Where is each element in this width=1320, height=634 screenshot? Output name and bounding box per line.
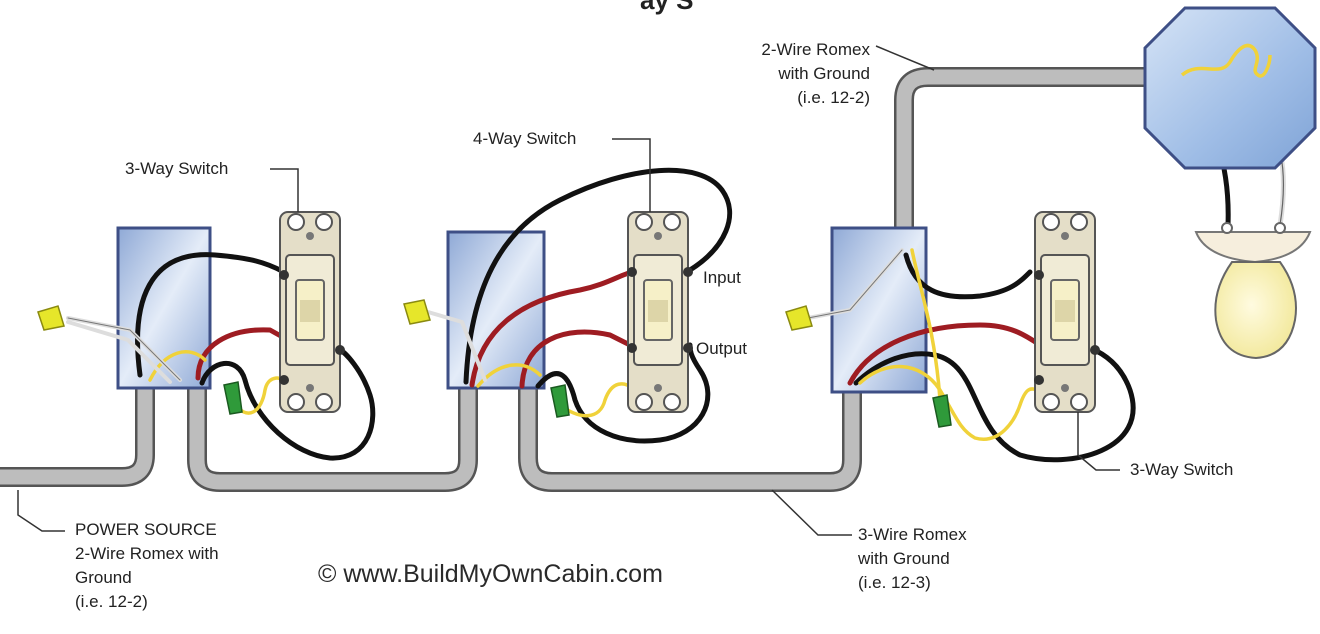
wire-nut-box2: [403, 299, 431, 325]
bulb-socket: [1194, 231, 1312, 264]
leader-three-way-left: [270, 168, 299, 212]
label-three-wire-romex: 3-Wire Romex with Ground (i.e. 12-3): [858, 523, 967, 595]
label-line: POWER SOURCE: [75, 520, 217, 539]
label-output: Output: [696, 339, 748, 358]
leader-power-source: [17, 490, 65, 532]
ground-wire-box1: [148, 350, 207, 382]
ground-wire-box2-b: [558, 382, 634, 418]
black-wire-box1-low: [199, 347, 376, 461]
label-input: Input: [703, 268, 741, 287]
octagon-ceiling-box: [1143, 6, 1317, 170]
red-wire-box3: [847, 322, 1043, 386]
ground-wire-box3: [858, 364, 1042, 441]
cables: [0, 67, 1185, 492]
green-nut-box1: [223, 381, 243, 415]
black-wire-box1-top: [135, 252, 287, 378]
label-line: 2-Wire Romex: [761, 40, 870, 59]
label-three-way-switch-left: 3-Way Switch: [125, 159, 229, 178]
label-two-wire-romex-top: 2-Wire Romex with Ground (i.e. 12-2): [700, 38, 870, 110]
light-bulb: [1214, 261, 1297, 360]
junction-box-2: [446, 230, 546, 390]
wires: [66, 77, 1286, 463]
black-wire-box2-low: [535, 342, 711, 444]
wire-nut-box3: [785, 305, 813, 331]
label-line: 2-Wire Romex with: [75, 544, 219, 563]
bulb-terminal-right: [1274, 222, 1286, 234]
green-nut-box3: [932, 394, 952, 428]
bulb-terminal-left: [1221, 222, 1233, 234]
label-line: 3-Wire Romex: [858, 525, 967, 544]
ground-wire-box3-vert: [910, 248, 942, 402]
black-wire-box3-top: [903, 252, 1033, 300]
black-wire-box2-arc: [463, 167, 733, 385]
red-wire-box2-top: [469, 269, 635, 388]
leader-three-way-right: [1077, 412, 1120, 471]
power-source-cable: [0, 378, 155, 487]
black-wire-box3-low: [853, 345, 1136, 463]
label-line: Ground: [75, 568, 132, 587]
cable-box3-to-fixture: [894, 67, 1185, 250]
wire-nuts: [37, 299, 952, 428]
page-title-fragment: ay S: [640, 0, 694, 15]
label-line: with Ground: [778, 64, 870, 83]
wire-nut-box1: [37, 305, 65, 331]
green-nut-box2: [550, 384, 570, 418]
label-line: (i.e. 12-3): [858, 573, 931, 592]
white-wire-box1-b: [66, 320, 172, 384]
leader-lines: [17, 45, 1120, 536]
label-line: (i.e. 12-2): [75, 592, 148, 611]
white-wire-box2: [426, 310, 487, 382]
label-line: with Ground: [858, 549, 950, 568]
white-wire-box3-edge: [807, 249, 903, 319]
white-wire-box1-edge: [67, 317, 181, 381]
three-way-switch-right: [1034, 211, 1100, 413]
label-line: (i.e. 12-2): [797, 88, 870, 107]
copyright-notice: © www.BuildMyOwnCabin.com: [318, 560, 663, 588]
cable-box2-to-box3: [518, 380, 862, 492]
red-wire-box1: [195, 327, 291, 381]
three-way-switch-left: [279, 211, 345, 413]
four-way-switch: [627, 211, 693, 413]
leader-three-wire: [771, 489, 852, 536]
fixture-ground-squiggle: [1180, 43, 1272, 78]
red-wire-box2-low: [519, 329, 633, 389]
label-power-source: POWER SOURCE 2-Wire Romex with Ground (i…: [75, 518, 219, 614]
label-four-way-switch: 4-Way Switch: [473, 129, 577, 148]
leader-four-way: [612, 138, 651, 212]
label-three-way-switch-right: 3-Way Switch: [1130, 460, 1234, 479]
cable-box1-to-box2: [187, 380, 478, 492]
light-fixture: [1143, 6, 1317, 360]
leader-two-wire: [875, 45, 935, 71]
